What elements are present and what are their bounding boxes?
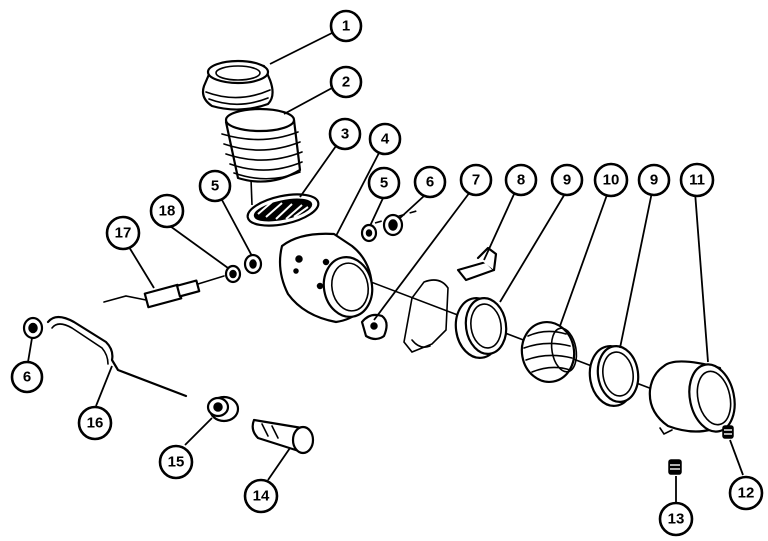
callout-9-left: 9 [563, 172, 571, 189]
callout-15: 15 [168, 454, 185, 471]
ring-left [454, 297, 508, 359]
washer-right [360, 223, 378, 243]
callout-5-right: 5 [380, 175, 388, 192]
nut-left [22, 316, 44, 340]
callout-circle-17 [105, 215, 141, 251]
ribbed-knob [520, 321, 578, 383]
callout-10: 10 [603, 172, 620, 189]
screw-13 [668, 459, 682, 475]
callout-circle-15 [158, 444, 194, 480]
callout-7: 7 [472, 172, 480, 189]
callout-circle-7 [459, 163, 493, 197]
callout-circle-13 [658, 501, 694, 537]
callout-circle-16 [77, 405, 113, 441]
bellows-boot [221, 107, 303, 183]
bent-rod [46, 315, 188, 398]
callout-9-right: 9 [650, 172, 658, 189]
small-bracket [456, 246, 498, 282]
callout-16: 16 [87, 415, 104, 432]
washer-left [243, 253, 263, 275]
knob [251, 418, 315, 455]
callout-5-left: 5 [211, 178, 219, 195]
callout-circle-9-right [637, 163, 671, 197]
callout-18: 18 [159, 203, 176, 220]
callout-circle-2 [329, 65, 363, 99]
callout-circle-11 [679, 162, 715, 198]
callout-circle-18 [149, 193, 185, 229]
callout-circle-5-left [198, 169, 232, 203]
bellows-cap [201, 59, 274, 111]
callout-circle-12 [728, 475, 764, 511]
grille-screen [246, 193, 320, 227]
callouts: 1 2 3 4 5 5 6 6 7 8 9 9 10 11 12 13 14 [10, 9, 764, 537]
elbow-housing [278, 232, 374, 324]
callout-circle-5-right [367, 166, 401, 200]
bracket-clip [360, 313, 388, 341]
grommet [224, 264, 242, 284]
callout-13: 13 [668, 511, 685, 528]
callout-14: 14 [253, 488, 270, 505]
ring-right [588, 345, 640, 407]
callout-circle-6-left [10, 360, 44, 394]
callout-circle-10 [593, 162, 629, 198]
callout-circle-4 [368, 122, 402, 156]
callout-11: 11 [689, 172, 705, 189]
callout-8: 8 [517, 172, 525, 189]
callout-circle-8 [504, 163, 538, 197]
nut-right [382, 213, 404, 237]
gasket-plate [403, 279, 449, 353]
screw-12 [722, 425, 734, 439]
callout-17: 17 [115, 225, 132, 242]
callout-12: 12 [738, 485, 755, 502]
callout-6-right: 6 [426, 174, 434, 191]
outer-housing [648, 360, 736, 436]
callout-6-left: 6 [23, 369, 31, 386]
callout-circle-6-right [413, 165, 447, 199]
callout-3: 3 [341, 126, 349, 143]
callout-2: 2 [342, 74, 350, 91]
callout-circle-14 [243, 478, 279, 514]
cable-end [103, 275, 225, 309]
callout-circle-9-left [550, 163, 584, 197]
callout-circle-1 [329, 9, 363, 43]
bushing [206, 395, 240, 423]
callout-1: 1 [342, 18, 350, 35]
leader-lines [27, 32, 744, 502]
callout-4: 4 [381, 131, 390, 148]
callout-circle-3 [328, 117, 362, 151]
